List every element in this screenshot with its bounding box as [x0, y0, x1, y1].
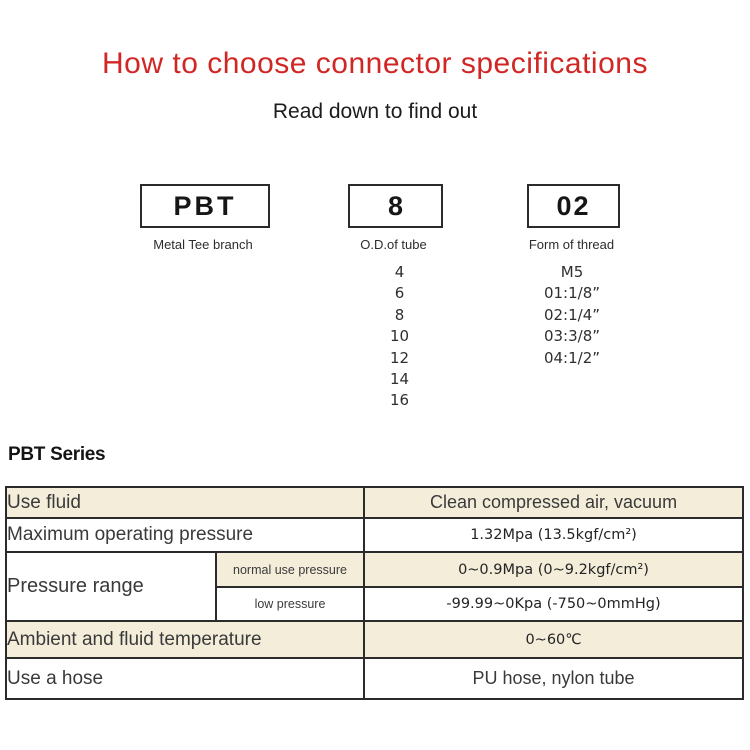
- hose-value: PU hose, nylon tube: [363, 657, 745, 700]
- temperature-value: 0~60℃: [363, 620, 745, 659]
- thread-form-option: 04:1/2”: [543, 348, 601, 367]
- table-row: Ambient and fluid temperature 0~60℃: [4, 620, 745, 659]
- tube-od-option: 8: [394, 305, 405, 324]
- table-row: Use fluid Clean compressed air, vacuum: [4, 486, 745, 519]
- code-box-thread-form: 02: [527, 184, 620, 228]
- tube-od-option: 16: [389, 391, 410, 410]
- normal-use-pressure-value: 0~0.9Mpa (0~9.2kgf/cm²): [363, 551, 745, 588]
- thread-form-option: 03:3/8”: [543, 327, 601, 346]
- thread-form-box-label: Form of thread: [528, 237, 615, 252]
- tube-od-option: 10: [389, 327, 410, 346]
- table-row: Pressure range normal use pressure 0~0.9…: [5, 551, 745, 622]
- thread-form-option: M5: [560, 263, 584, 281]
- thread-form-option: 01:1/8”: [543, 284, 601, 303]
- tube-od-option: 4: [394, 263, 405, 281]
- tube-od-option: 14: [389, 369, 410, 388]
- max-pressure-label: Maximum operating pressure: [4, 517, 366, 553]
- use-fluid-value: Clean compressed air, vacuum: [363, 486, 745, 519]
- page-title: How to choose connector specifications: [102, 47, 648, 80]
- use-fluid-label: Use fluid: [4, 486, 366, 519]
- table-row: Use a hose PU hose, nylon tube: [4, 657, 745, 700]
- tube-od-options-list: 4 6 8 10 12 14 16: [352, 262, 447, 412]
- low-pressure-label: low pressure: [214, 586, 366, 622]
- series-box-label: Metal Tee branch: [153, 237, 253, 252]
- series-heading: PBT Series: [8, 444, 106, 465]
- spec-table: Use fluid Clean compressed air, vacuum M…: [4, 486, 745, 700]
- pressure-range-label: Pressure range: [5, 551, 217, 622]
- thread-form-option: 02:1/4”: [543, 305, 601, 324]
- temperature-label: Ambient and fluid temperature: [4, 620, 366, 659]
- code-box-tube-od: 8: [348, 184, 443, 228]
- tube-od-box-label: O.D.of tube: [360, 237, 427, 252]
- thread-form-options-list: M5 01:1/8” 02:1/4” 03:3/8” 04:1/2”: [523, 262, 621, 369]
- code-box-series: PBT: [140, 184, 270, 228]
- page-subtitle: Read down to find out: [272, 100, 478, 123]
- table-row: Maximum operating pressure 1.32Mpa (13.5…: [4, 517, 745, 553]
- hose-label: Use a hose: [4, 657, 366, 700]
- tube-od-option: 6: [394, 284, 405, 303]
- low-pressure-value: -99.99~0Kpa (-750~0mmHg): [363, 586, 745, 622]
- max-pressure-value: 1.32Mpa (13.5kgf/cm²): [363, 517, 745, 553]
- tube-od-option: 12: [389, 348, 410, 367]
- table-row: low pressure -99.99~0Kpa (-750~0mmHg): [6, 586, 745, 622]
- normal-use-pressure-label: normal use pressure: [214, 551, 366, 588]
